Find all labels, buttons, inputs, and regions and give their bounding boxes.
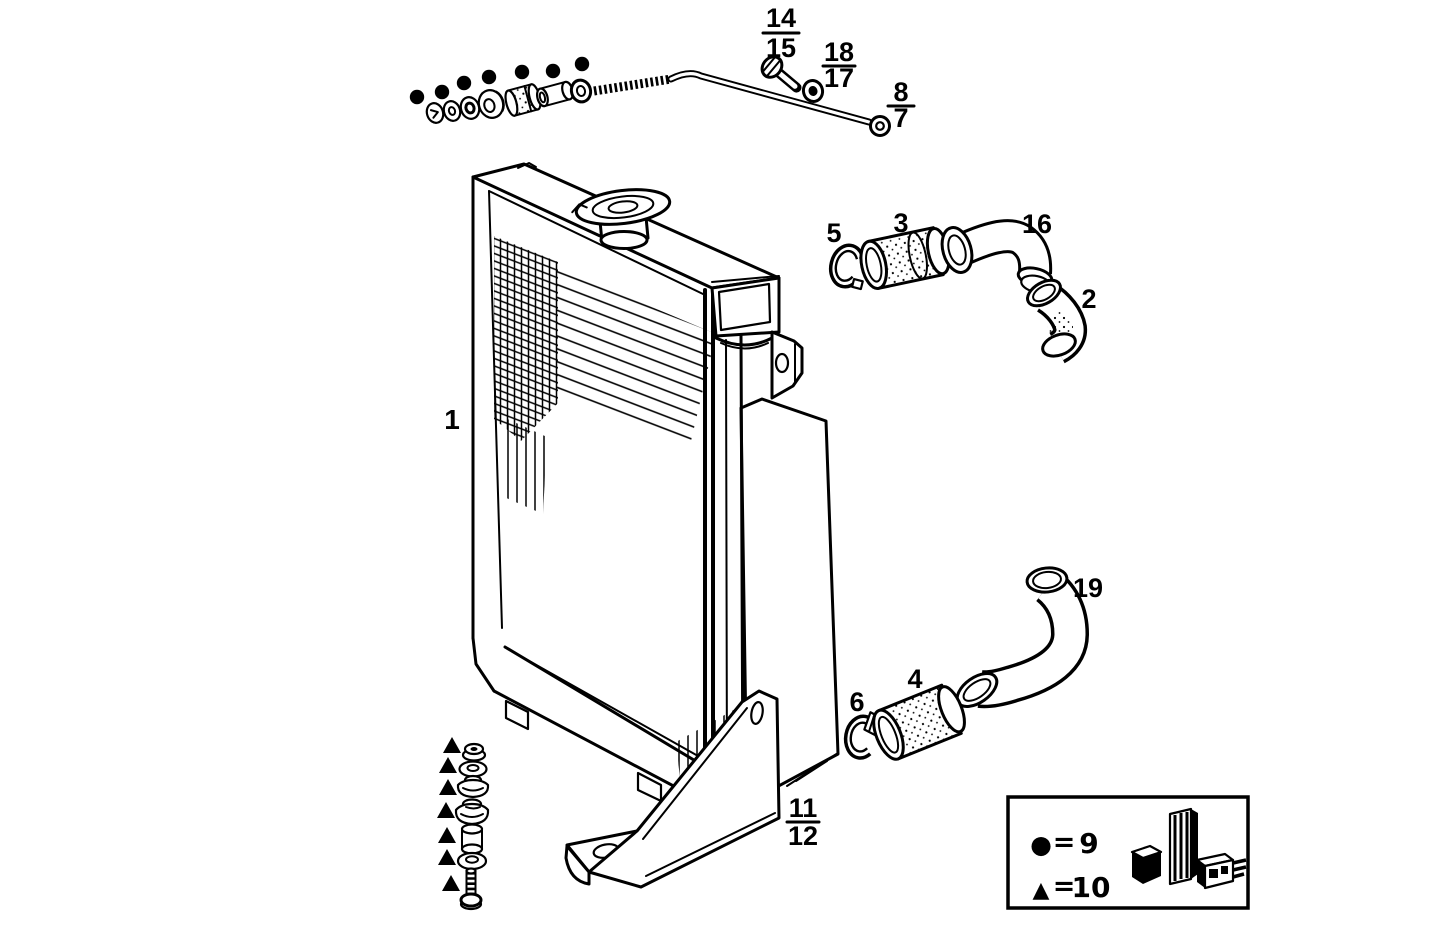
legend-value: 9 (1079, 827, 1098, 860)
dot-marker-icon: ● (1030, 830, 1052, 859)
triangle-marker (438, 827, 456, 843)
triangle-marker (439, 779, 457, 795)
legend-box: ● = 9 ▲ = 10 (1006, 795, 1250, 910)
elbow-pipe (940, 219, 1054, 294)
stay-bolt (760, 55, 802, 93)
fraction-numerator: 11 (789, 793, 818, 823)
rod-threaded-end (593, 74, 672, 96)
callout-stay-bolt-fraction: 14 15 (761, 3, 801, 63)
rod-washer-end (569, 78, 593, 104)
rod-washer-large (477, 89, 505, 119)
bottom-hose (955, 566, 1090, 709)
legend-row-triangle: ▲ = 10 (1033, 871, 1111, 904)
upper-hose-group (828, 219, 1088, 364)
bracket-gusset (587, 689, 781, 889)
lower-hose-group (843, 566, 1090, 761)
radiator-foot-tab-left (504, 699, 530, 731)
equals-sign: = (1053, 871, 1076, 902)
legend-border (1006, 795, 1250, 910)
callout-upper-sleeve-label: 3 (893, 208, 908, 238)
callout-stay-washer-fraction: 18 17 (821, 37, 857, 93)
callout-elbow-pipe-label: 16 (1022, 209, 1052, 239)
fraction-numerator: 18 (824, 37, 854, 67)
stack-cap-nut (461, 742, 487, 762)
dot-marker (434, 84, 450, 100)
fraction-denominator: 15 (766, 33, 796, 63)
callout-lower-sleeve-label: 4 (907, 664, 922, 694)
rod-bushing (504, 83, 542, 117)
dot-marker (545, 63, 561, 79)
triangle-marker (442, 875, 460, 891)
hose-sleeve-upper (859, 226, 951, 290)
stay-washer (801, 79, 825, 103)
dot-marker (456, 75, 472, 91)
callout-stay-rod-fraction: 8 7 (886, 77, 916, 133)
callout-support-bracket-fraction: 11 12 (785, 793, 821, 851)
fraction-numerator: 8 (893, 77, 908, 107)
triangle-marker-icon: ▲ (1033, 878, 1050, 903)
fraction-denominator: 12 (788, 821, 818, 851)
callout-radiator-label: 1 (444, 404, 460, 435)
dot-marker (409, 89, 425, 105)
rod-nut (425, 102, 445, 124)
callout-bottom-hose-label: 19 (1073, 573, 1103, 603)
triangle-marker (437, 802, 455, 818)
bracket-top-slot (750, 701, 764, 725)
triangle-marker (438, 849, 456, 865)
side-bracket-tab (770, 330, 804, 400)
callout-upper-clamp-label: 5 (826, 218, 841, 248)
core-grid (494, 236, 716, 514)
mount-hardware-stack (437, 737, 490, 911)
stack-washer-2 (456, 851, 488, 871)
dot-marker (481, 69, 497, 85)
rod-washer-small (442, 100, 462, 122)
legend-row-dot: ● = 9 (1030, 827, 1099, 860)
fraction-numerator: 14 (766, 3, 796, 33)
support-bracket (564, 689, 781, 889)
tank-end-cap (710, 275, 781, 350)
hose-sleeve-lower (872, 683, 966, 761)
fraction-denominator: 7 (893, 103, 908, 133)
stack-spacer (460, 823, 484, 855)
stack-washer-1 (458, 760, 488, 778)
stack-grommet-1 (456, 774, 490, 799)
callout-labels: 1 5 3 16 2 19 6 4 14 15 18 17 8 7 11 12 (444, 3, 1103, 851)
engine-pictogram (1130, 807, 1247, 890)
rod-sleeve (535, 80, 575, 108)
stack-bolt (459, 867, 483, 911)
tab-hole (774, 352, 790, 374)
dot-marker (514, 64, 530, 80)
dot-marker (574, 56, 590, 72)
callout-lower-clamp-label: 6 (849, 687, 864, 717)
triangle-marker (443, 737, 461, 753)
triangle-marker (439, 757, 457, 773)
stack-grommet-2 (454, 798, 490, 826)
outlet-hose (1026, 278, 1088, 364)
legend-value: 10 (1072, 871, 1111, 904)
callout-outlet-hose-label: 2 (1081, 284, 1096, 314)
fraction-denominator: 17 (824, 63, 854, 93)
filler-neck (571, 188, 672, 250)
equals-sign: = (1053, 827, 1076, 858)
stay-rod-assembly (409, 55, 891, 137)
